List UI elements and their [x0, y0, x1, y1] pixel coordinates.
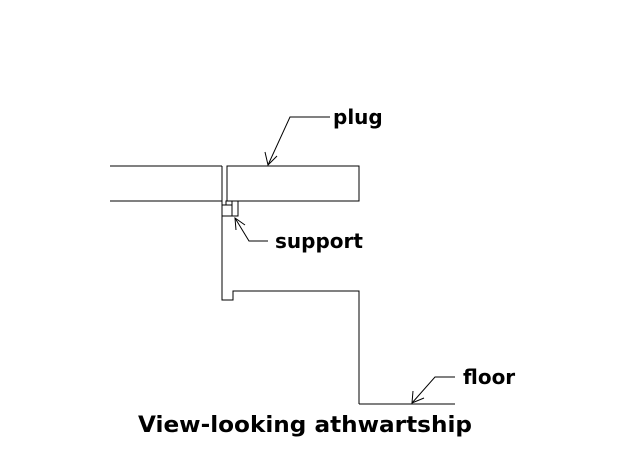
- floor-label: floor: [463, 365, 515, 389]
- plug-label: plug: [333, 105, 383, 129]
- floor-arrow-head: [411, 390, 425, 404]
- bulkhead-outline: [221, 166, 360, 404]
- floor-leader-line: [411, 376, 455, 404]
- plug-leader-line: [267, 116, 330, 166]
- plug-leader: [264, 116, 330, 166]
- diagram-caption: View-looking athwartship: [138, 413, 472, 438]
- support-flange: [231, 200, 239, 217]
- support-leader-line: [234, 217, 268, 242]
- plug-panel: [226, 165, 360, 202]
- plug-rectangle: [226, 165, 360, 202]
- support-label: support: [275, 229, 363, 253]
- support-tab: [225, 200, 233, 206]
- support-arrow-head: [234, 216, 246, 231]
- floor-leader: [411, 376, 455, 404]
- support-block: [221, 204, 233, 217]
- bulkhead-wall: [221, 166, 360, 404]
- plug-arrow-head: [264, 151, 278, 166]
- support-bracket: [221, 200, 239, 217]
- support-leader: [234, 216, 268, 242]
- left-deck-beam: [110, 165, 222, 202]
